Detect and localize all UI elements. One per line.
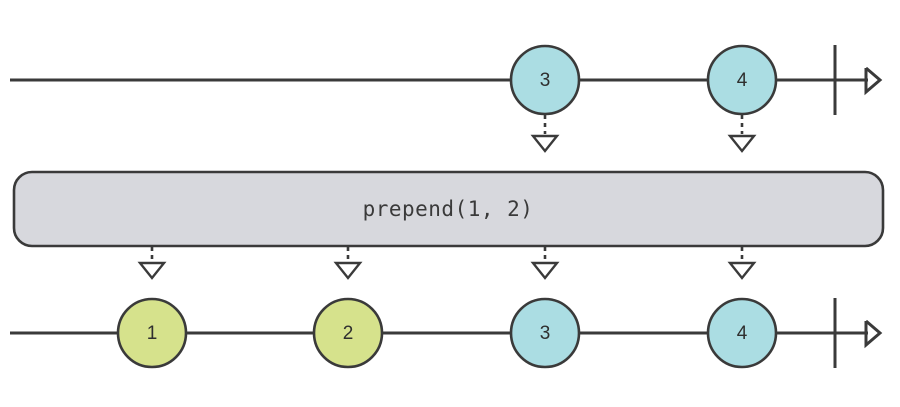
connectors-into-operator [530,115,757,153]
marble-circle [509,44,581,116]
source-marble-3[interactable]: 3 [509,44,581,116]
marble-value: 1 [147,323,158,344]
connector-arrowhead-down-icon [727,134,757,153]
operator-box[interactable]: prepend(1, 2) [12,170,885,248]
marble-value: 3 [540,70,551,91]
connectors-out-of-operator [137,247,757,280]
connector-result-3 [530,247,560,280]
result-marble-2[interactable]: 2 [312,297,384,369]
connector-source-4 [727,115,757,153]
marble-value: 3 [540,323,551,344]
result-marble-3[interactable]: 3 [509,297,581,369]
connector-arrowhead-down-icon [530,261,560,280]
connector-arrowhead-down-icon [530,134,560,153]
marble-value: 4 [737,323,748,344]
result-marble-1[interactable]: 1 [116,297,188,369]
marble-value: 4 [737,70,748,91]
result-timeline: 1 2 3 4 [10,297,883,369]
result-timeline-arrow-icon [864,319,883,349]
connector-arrowhead-down-icon [727,261,757,280]
connector-result-2 [333,247,363,280]
connector-arrowhead-down-icon [333,261,363,280]
operator-box-rect [12,170,885,248]
marble-circle [706,297,778,369]
connector-source-3 [530,115,560,153]
connector-arrowhead-down-icon [137,261,167,280]
source-timeline: 3 4 [10,44,883,116]
marble-circle [706,44,778,116]
marble-circle [509,297,581,369]
connector-result-4 [727,247,757,280]
source-timeline-arrow-icon [864,66,883,96]
result-marble-4[interactable]: 4 [706,297,778,369]
source-marble-4[interactable]: 4 [706,44,778,116]
marble-value: 2 [343,323,354,344]
marble-circle [116,297,188,369]
connector-result-1 [137,247,167,280]
operator-box-label: prepend(1, 2) [363,197,534,221]
marble-circle [312,297,384,369]
